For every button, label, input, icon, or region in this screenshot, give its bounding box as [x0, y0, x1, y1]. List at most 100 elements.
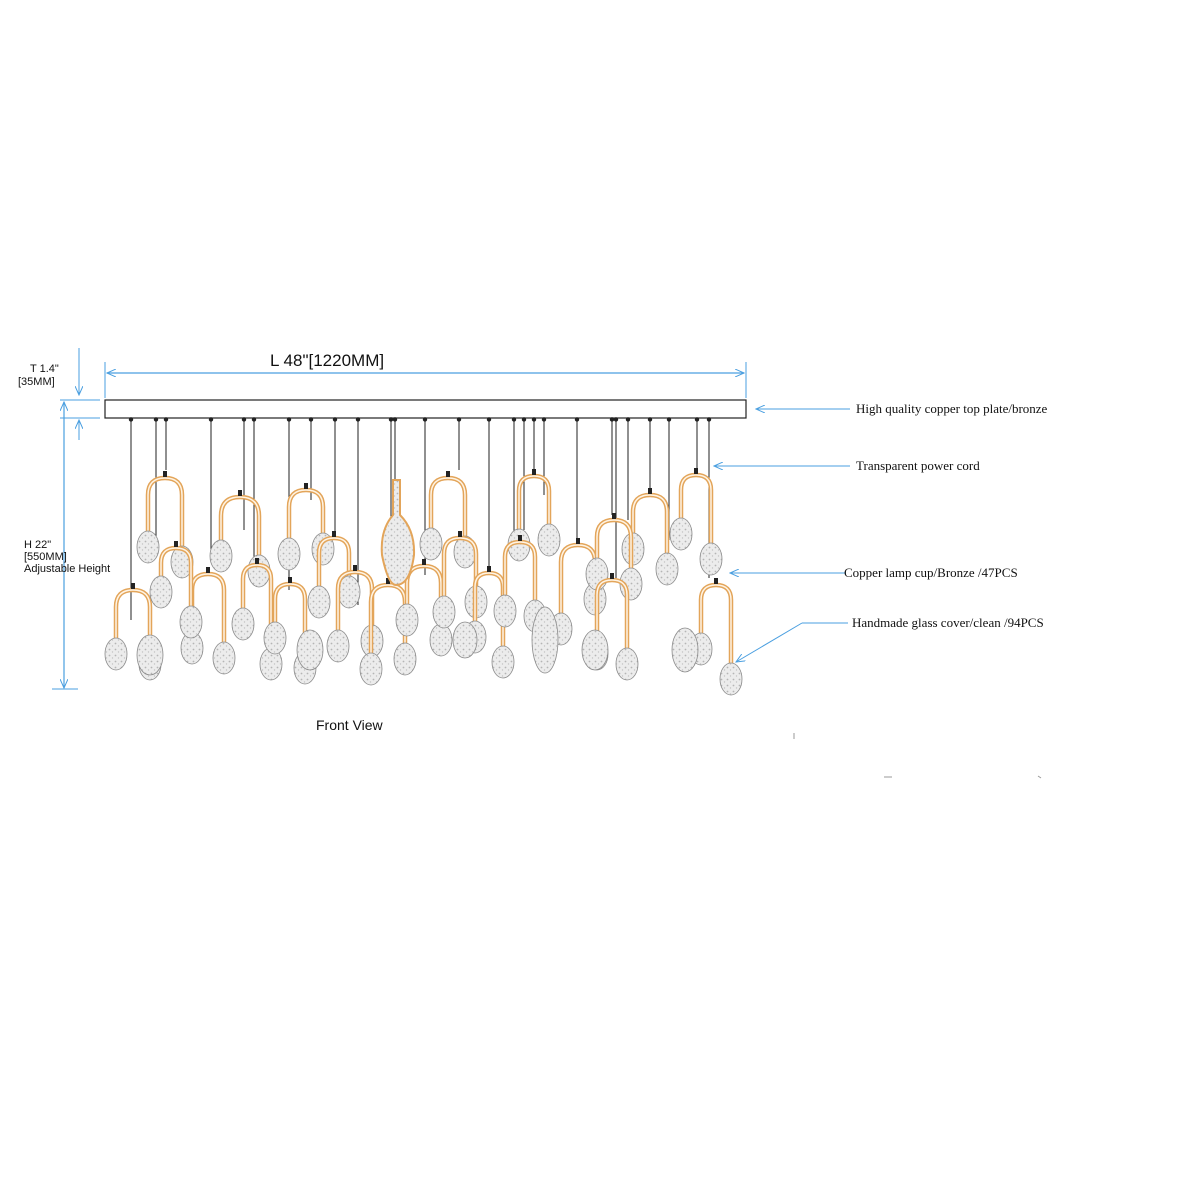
glass-cover [277, 537, 301, 571]
height-label-adjustable: Adjustable Height [24, 563, 110, 575]
glass-cover [179, 605, 203, 639]
lamp-cup [238, 490, 242, 496]
cord-anchor [647, 417, 653, 422]
lamp-cup [694, 468, 698, 474]
cord-anchor [531, 417, 537, 422]
copper-tube-highlight [632, 494, 668, 556]
callout-power-cord: Transparent power cord [714, 458, 980, 473]
cord-anchor [613, 417, 619, 422]
copper-tube-highlight [443, 537, 477, 599]
glass-cover [359, 652, 383, 686]
lamp-cup [446, 471, 450, 477]
lamp-cup [532, 469, 536, 475]
cord-anchor [541, 417, 547, 422]
cord-anchor [241, 417, 247, 422]
glass-cover [231, 607, 255, 641]
lamp-cup [422, 559, 426, 565]
glass-cover [296, 629, 324, 671]
glass-cover [212, 641, 236, 675]
cord-anchor [521, 417, 527, 422]
glass-cover [615, 647, 639, 681]
callout-top-plate: High quality copper top plate/bronze [756, 401, 1048, 416]
copper-tube-highlight [337, 571, 373, 633]
callout-power-cord-text: Transparent power cord [856, 458, 980, 473]
glass-cover [581, 629, 609, 671]
lamp-cup [304, 483, 308, 489]
glass-cover [432, 595, 456, 629]
copper-tube-highlight [680, 474, 712, 546]
cord-anchor [286, 417, 292, 422]
cord-anchor [163, 417, 169, 422]
thickness-dimension: T 1.4" [35MM] [18, 348, 100, 440]
cord-anchor [355, 417, 361, 422]
lamp-cup [255, 558, 259, 564]
cord-anchor [128, 417, 134, 422]
lamp-cup [610, 573, 614, 579]
glass-cover [326, 629, 350, 663]
copper-tube-highlight [474, 572, 504, 649]
glass-cover [669, 517, 693, 551]
callout-top-plate-text: High quality copper top plate/bronze [856, 401, 1048, 416]
callout-glass-cover: Handmade glass cover/clean /94PCS [736, 615, 1044, 662]
lamp-cup [353, 565, 357, 571]
copper-tube-highlight [560, 544, 596, 616]
copper-tube-highlight [147, 477, 183, 549]
copper-tube-highlight [596, 579, 628, 651]
glass-cover [655, 552, 679, 586]
front-view-caption: Front View [316, 717, 384, 733]
glass-cover [104, 637, 128, 671]
glass-cover [491, 645, 515, 679]
cord-anchor [422, 417, 428, 422]
glass-cover [699, 542, 723, 576]
lamp-cup [518, 535, 522, 541]
lamp-cup [458, 531, 462, 537]
lamp-cup [163, 471, 167, 477]
glass-cover [136, 634, 164, 676]
copper-tube-highlight [504, 541, 536, 603]
glass-cover [380, 479, 416, 587]
glass-cover [493, 594, 517, 628]
lamp-cup [206, 567, 210, 573]
cord-anchor [486, 417, 492, 422]
lamp-cup [648, 488, 652, 494]
cord-anchor [308, 417, 314, 422]
cord-anchor [392, 417, 398, 422]
copper-tube-highlight [115, 589, 151, 651]
lamp-cup [487, 566, 491, 572]
thickness-label-mm: [35MM] [18, 376, 55, 388]
cord-anchor [456, 417, 462, 422]
copper-tube [286, 487, 326, 543]
copper-top-plate [104, 399, 747, 419]
cord-anchor [625, 417, 631, 422]
copper-tube-highlight [318, 537, 350, 589]
callout-lamp-cup-text: Copper lamp cup/Bronze /47PCS [844, 565, 1018, 580]
glass-cover [209, 539, 233, 573]
glass-cover [537, 523, 561, 557]
lamp-cup [386, 578, 390, 584]
glass-cover [149, 575, 173, 609]
glass-cover [452, 621, 478, 659]
glass-cover [671, 627, 699, 673]
height-label-mm: [550MM] [24, 551, 67, 563]
cord-anchor [706, 417, 712, 422]
glass-cover [419, 527, 443, 561]
copper-tube-highlight [518, 475, 550, 532]
glass-cover [395, 603, 419, 637]
cord-anchor [332, 417, 338, 422]
lamp-cup [288, 577, 292, 583]
copper-tube-highlight [700, 584, 732, 666]
glass-cover [136, 530, 160, 564]
copper-tube [428, 475, 468, 541]
copper-tube-highlight [160, 547, 192, 609]
callout-glass-cover-text: Handmade glass cover/clean /94PCS [852, 615, 1044, 630]
copper-tube-highlight [242, 564, 272, 651]
cord-anchor [609, 417, 615, 422]
cord-anchor [251, 417, 257, 422]
lamp-cup [131, 583, 135, 589]
glass-cover [393, 642, 417, 676]
copper-tube-highlight [288, 489, 324, 541]
cord-anchor [511, 417, 517, 422]
copper-tube-highlight [220, 496, 260, 558]
callout-lamp-cup: Copper lamp cup/Bronze /47PCS [730, 565, 1018, 580]
